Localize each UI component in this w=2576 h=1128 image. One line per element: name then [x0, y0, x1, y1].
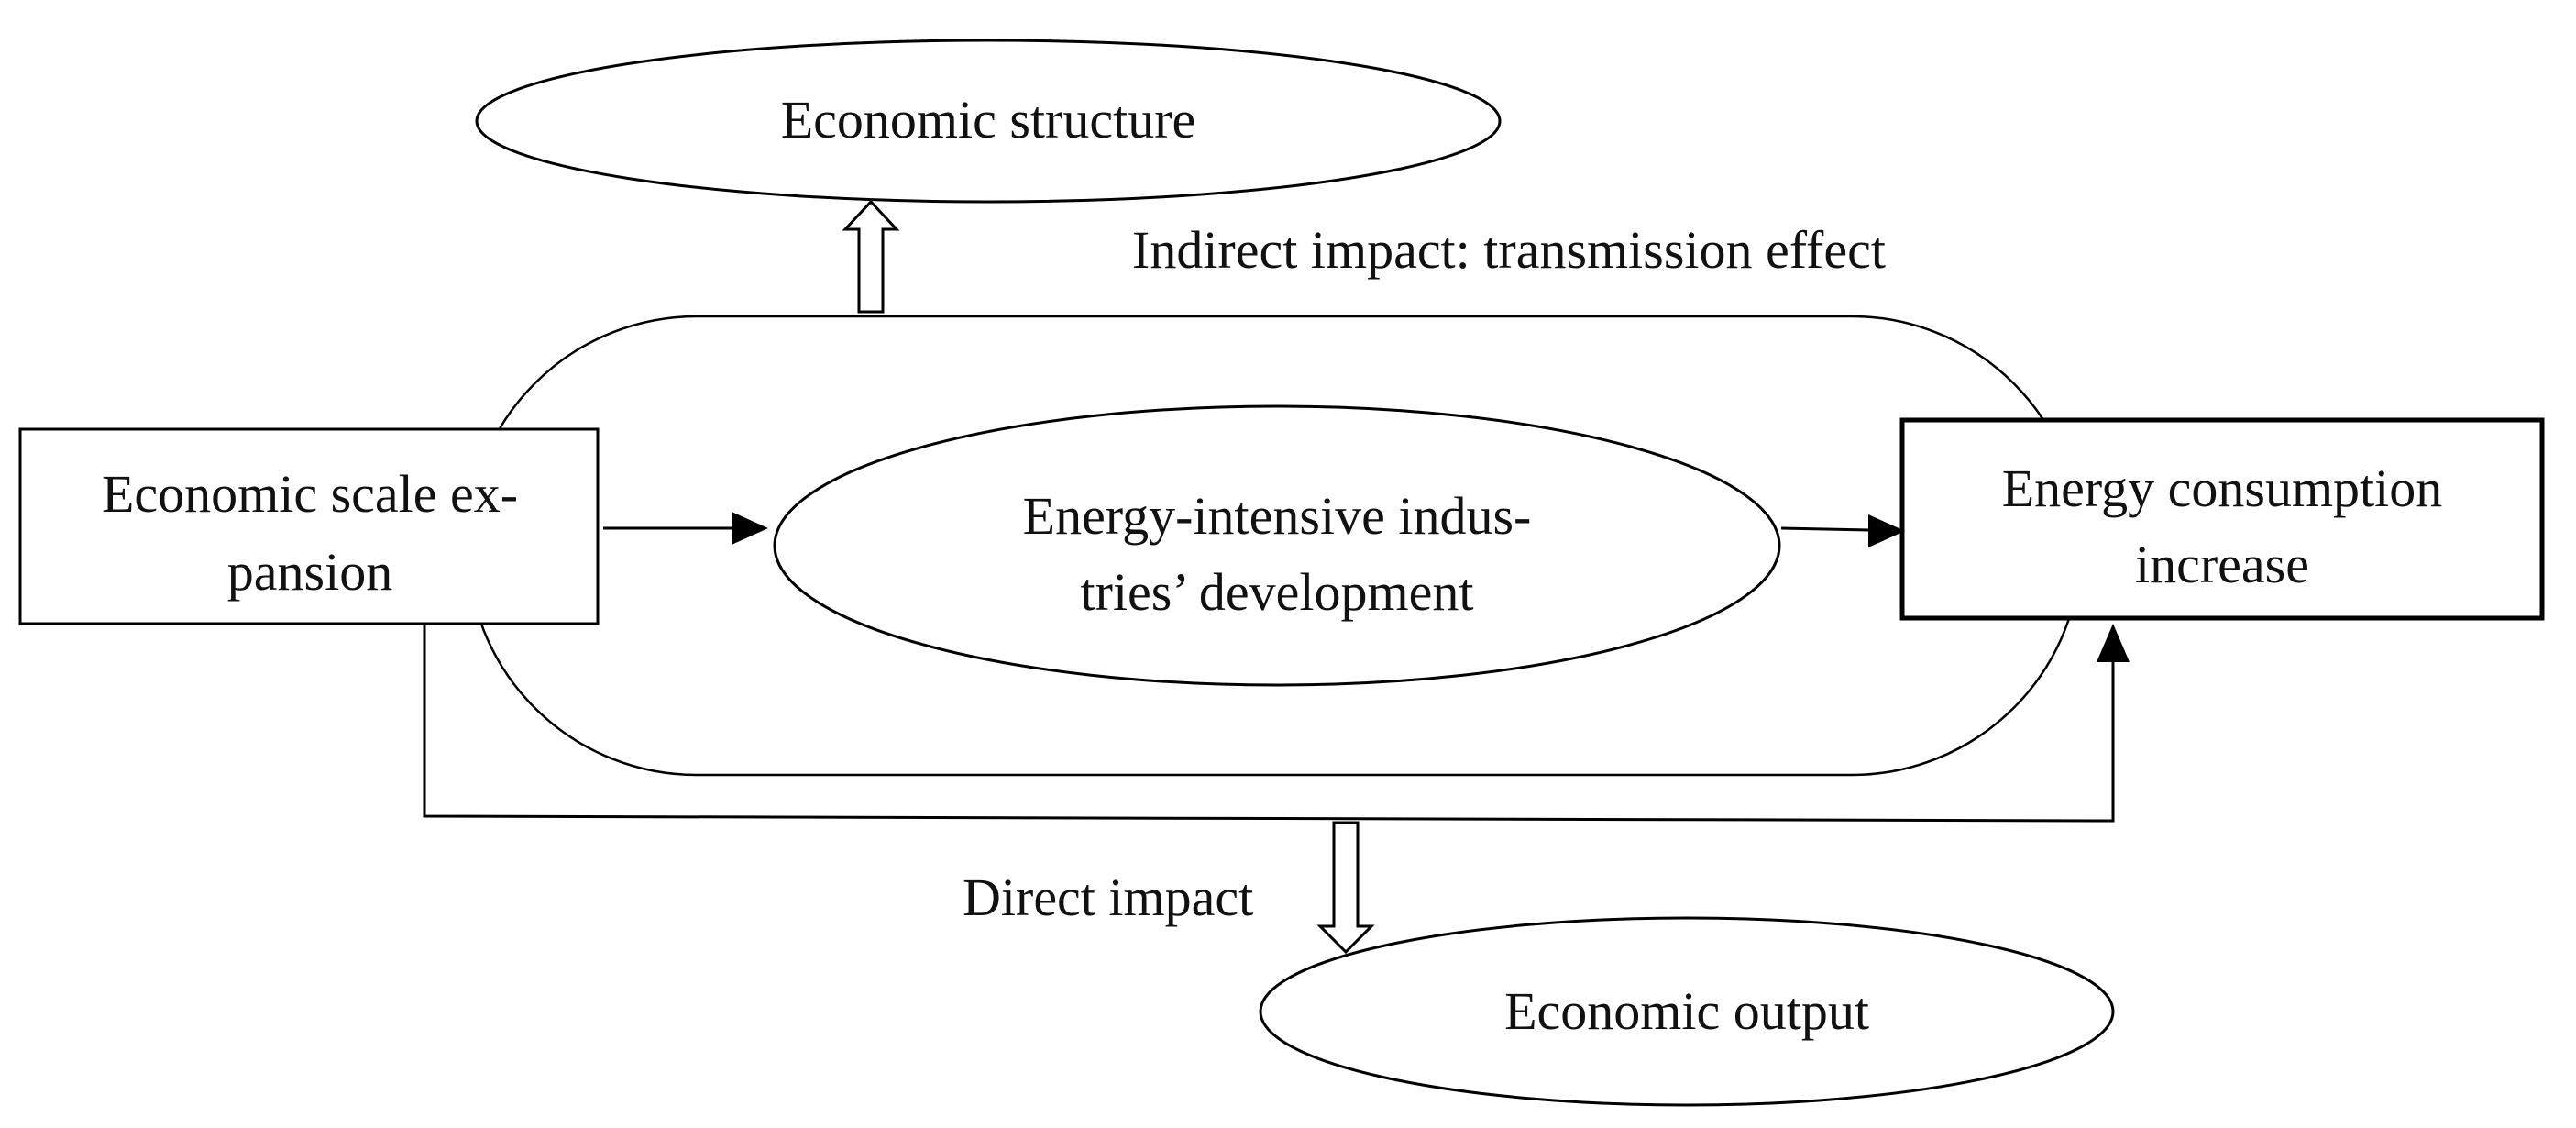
energy-consumption-increase-node: Energy consumption increase: [1899, 417, 2545, 621]
hollow-down-arrow: [1316, 821, 1375, 955]
direct-impact-label: Direct impact: [963, 868, 1253, 927]
economic-output-label: Economic output: [1504, 981, 1869, 1041]
arrow-industries-to-consumption: [1780, 526, 1871, 532]
economic-output-node: Economic output: [1259, 916, 2115, 1107]
energy-consumption-increase-line2: increase: [2135, 535, 2309, 594]
arrowhead-direct-to-consumption: [2097, 624, 2130, 662]
energy-intensive-industries-line2: tries’ development: [1081, 562, 1474, 622]
economic-structure-label: Economic structure: [781, 90, 1196, 149]
energy-intensive-industries-line1: Energy-intensive indus-: [1023, 486, 1532, 546]
energy-consumption-increase-line1: Energy consumption: [2002, 459, 2443, 518]
direct-impact-path: [423, 624, 2115, 823]
arrowhead-industries-to-consumption: [1868, 514, 1905, 547]
energy-intensive-industries-node: Energy-intensive indus- tries’ developme…: [773, 404, 1781, 687]
economic-scale-expansion-node: Economic scale ex- pansion: [18, 427, 600, 625]
indirect-impact-label: Indirect impact: transmission effect: [1132, 220, 1886, 280]
hollow-up-arrow: [842, 199, 900, 314]
economic-scale-expansion-line2: pansion: [227, 542, 392, 602]
economic-scale-expansion-line1: Economic scale ex-: [102, 464, 518, 524]
economic-structure-node: Economic structure: [475, 39, 1502, 204]
arrowhead-scale-to-industries: [732, 512, 768, 545]
